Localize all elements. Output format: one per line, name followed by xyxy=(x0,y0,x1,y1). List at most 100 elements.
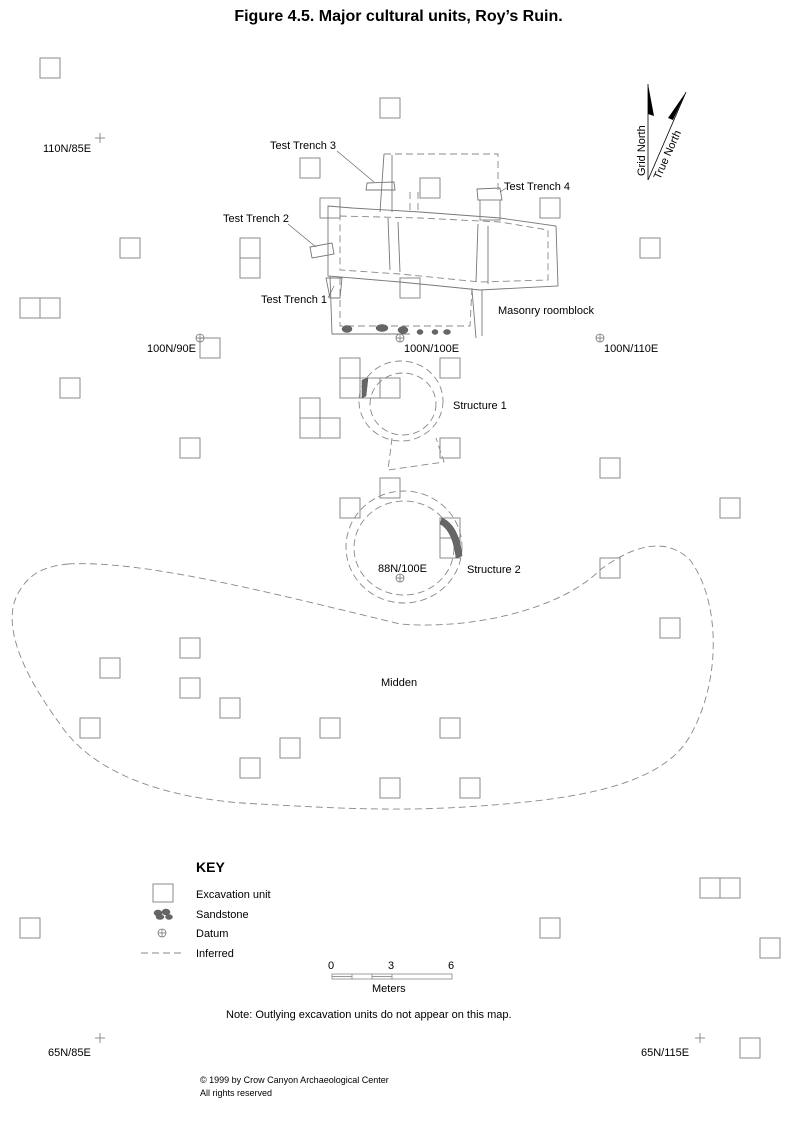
excavation-unit xyxy=(379,477,401,499)
inferred-wall xyxy=(339,278,473,327)
label-datum-100n-110e: 100N/110E xyxy=(604,343,658,355)
excavation-unit xyxy=(399,277,421,299)
scale-tick-6: 6 xyxy=(448,960,454,972)
map-note: Note: Outlying excavation units do not a… xyxy=(226,1009,512,1021)
excavation-unit xyxy=(299,417,321,439)
midden-boundary xyxy=(11,545,714,810)
excavation-unit xyxy=(699,877,721,899)
label-grid-sw: 65N/85E xyxy=(48,1047,91,1059)
true-north-line xyxy=(647,91,687,181)
datums xyxy=(195,333,605,583)
excavation-unit xyxy=(179,677,201,699)
excavation-unit xyxy=(379,377,401,399)
test-trenches xyxy=(287,150,507,299)
excavation-unit xyxy=(319,197,341,219)
label-masonry-roomblock: Masonry roomblock xyxy=(498,305,594,317)
excavation-unit xyxy=(539,197,561,219)
structure-1-antechamber xyxy=(387,437,445,471)
sandstone-icon xyxy=(153,908,173,920)
grid-cross-icon xyxy=(95,1033,105,1043)
excavation-unit xyxy=(199,337,221,359)
label-grid-se: 65N/115E xyxy=(641,1047,689,1059)
scale-tick-0: 0 xyxy=(328,960,334,972)
excavation-unit xyxy=(439,437,461,459)
label-test-trench-4: Test Trench 4 xyxy=(504,181,570,193)
excavation-unit xyxy=(379,97,401,119)
label-datum-100n-100e: 100N/100E xyxy=(404,343,459,355)
excavation-unit xyxy=(239,257,261,279)
structure-2-outer-wall xyxy=(345,490,463,604)
excavation-unit xyxy=(539,917,561,939)
label-structure-1: Structure 1 xyxy=(453,400,507,412)
excavation-units xyxy=(19,57,781,1059)
excavation-unit xyxy=(39,297,61,319)
grid-cross-icon xyxy=(695,1033,705,1043)
datum-icon xyxy=(595,333,605,343)
excavation-unit xyxy=(239,237,261,259)
excavation-unit xyxy=(379,777,401,799)
key-label-excavation-unit: Excavation unit xyxy=(196,889,271,901)
label-midden: Midden xyxy=(381,677,417,689)
label-test-trench-1: Test Trench 1 xyxy=(261,294,327,306)
grid-cross-icon xyxy=(95,133,105,143)
excavation-unit xyxy=(319,417,341,439)
excavation-unit xyxy=(39,57,61,79)
label-grid-nw: 110N/85E xyxy=(43,143,91,155)
label-datum-100n-90e: 100N/90E xyxy=(147,343,196,355)
excavation-unit xyxy=(639,237,661,259)
excavation-unit xyxy=(239,757,261,779)
copyright-line-2: All rights reserved xyxy=(200,1088,272,1098)
excavation-unit xyxy=(659,617,681,639)
inferred-wall xyxy=(409,192,419,212)
excavation-unit xyxy=(599,557,621,579)
grid-crosses xyxy=(95,133,705,1043)
structure-1-inner-wall xyxy=(369,372,437,436)
true-north-label: True North xyxy=(652,129,684,182)
excavation-unit xyxy=(339,357,361,379)
grid-north-label: Grid North xyxy=(636,125,648,176)
datum-icon xyxy=(195,333,205,343)
scale-unit-label: Meters xyxy=(372,983,406,995)
test-trench-2 xyxy=(309,242,335,259)
test-trench-1 xyxy=(325,277,343,299)
excavation-unit xyxy=(99,657,121,679)
datum-icon xyxy=(395,333,405,343)
excavation-unit xyxy=(279,737,301,759)
excavation-unit xyxy=(299,157,321,179)
excavation-unit xyxy=(719,877,741,899)
excavation-unit xyxy=(179,637,201,659)
excavation-unit xyxy=(19,917,41,939)
key-label-inferred: Inferred xyxy=(196,948,234,960)
test-trench-3 xyxy=(365,181,396,191)
sandstone-cluster xyxy=(341,324,451,335)
excavation-unit xyxy=(19,297,41,319)
label-structure-2: Structure 2 xyxy=(467,564,521,576)
scale-bar: 0 3 6 Meters xyxy=(328,960,454,995)
excavation-unit xyxy=(439,357,461,379)
structure-2 xyxy=(345,490,463,604)
structure-2-inner-wall xyxy=(353,500,455,596)
sandstone-feature xyxy=(361,377,369,399)
scale-tick-3: 3 xyxy=(388,960,394,972)
excavation-unit xyxy=(599,457,621,479)
excavation-unit xyxy=(339,497,361,519)
excavation-unit xyxy=(119,237,141,259)
masonry-roomblock xyxy=(327,153,559,339)
datum-icon xyxy=(157,928,167,938)
key-title: KEY xyxy=(196,859,225,875)
structure-1-outer-wall xyxy=(358,360,444,442)
excavation-unit xyxy=(79,717,101,739)
excavation-unit xyxy=(459,777,481,799)
label-test-trench-2: Test Trench 2 xyxy=(223,213,289,225)
excavation-unit-icon xyxy=(152,883,174,903)
excavation-unit xyxy=(319,717,341,739)
grid-north-arrow-icon xyxy=(648,84,654,116)
excavation-unit xyxy=(759,937,781,959)
true-north-arrow-icon xyxy=(668,92,686,120)
excavation-unit xyxy=(339,377,361,399)
label-datum-88n-100e: 88N/100E xyxy=(378,563,427,575)
structure-1 xyxy=(358,360,445,471)
excavation-unit xyxy=(739,1037,761,1059)
roomblock-inner-wall xyxy=(339,215,549,283)
inferred-wall xyxy=(384,153,499,192)
